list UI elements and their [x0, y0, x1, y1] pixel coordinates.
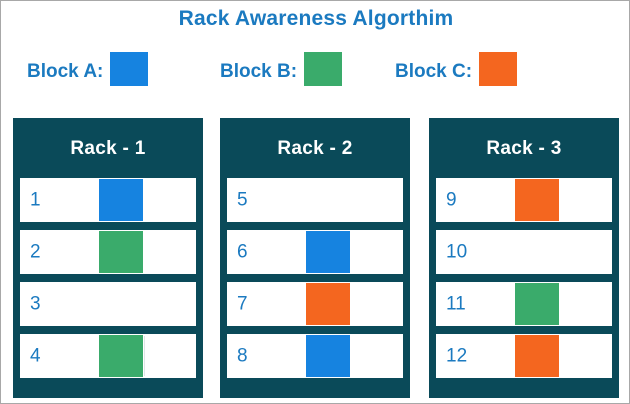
rack-2-slot-7: 7 [227, 282, 403, 326]
slot-block-blue [99, 179, 144, 221]
rack-1-title: Rack - 1 [70, 138, 146, 159]
slot-number: 1 [30, 189, 41, 211]
rack-3: Rack - 3 9 10 11 12 [429, 118, 619, 398]
legend-label-block-b: Block B: [220, 61, 298, 82]
rack-3-title: Rack - 3 [486, 138, 562, 159]
rack-2-slot-8: 8 [227, 334, 403, 378]
rack-3-slot-11: 11 [436, 282, 612, 326]
slot-number: 6 [237, 241, 248, 263]
slot-divider [144, 336, 146, 376]
slot-number: 8 [237, 345, 248, 367]
block-c-swatch [479, 52, 518, 86]
slot-number: 11 [446, 293, 466, 315]
legend-item-block-b: Block B: [220, 45, 343, 87]
slot-block-green [99, 231, 144, 273]
slot-block-blue [306, 231, 351, 273]
racks-container: Rack - 1 1 2 3 4 [1, 118, 629, 400]
slot-number: 12 [446, 345, 468, 367]
legend-label-block-a: Block A: [27, 61, 104, 82]
slot-block-orange [515, 179, 560, 221]
page-title: Rack Awareness Algorthim [178, 7, 454, 30]
slot-number: 4 [30, 345, 41, 367]
rack-2-title: Rack - 2 [277, 138, 353, 159]
slot-number: 7 [237, 293, 248, 315]
rack-1-slots: 1 2 3 4 [20, 178, 196, 378]
legend-item-block-a: Block A: [27, 45, 149, 87]
rack-1-slot-2: 2 [20, 230, 196, 274]
legend-item-block-c: Block C: [395, 45, 518, 87]
rack-2-slot-6: 6 [227, 230, 403, 274]
slot-block-green [99, 335, 144, 377]
slot-block-orange [515, 335, 560, 377]
slot-number: 2 [30, 241, 41, 263]
legend: Block A: Block B: Block C: [1, 45, 629, 93]
rack-3-slot-10: 10 [436, 230, 612, 274]
slot-number: 3 [30, 293, 41, 315]
rack-1: Rack - 1 1 2 3 4 [13, 118, 203, 398]
rack-1-slot-3: 3 [20, 282, 196, 326]
slot-block-orange [306, 283, 351, 325]
legend-label-block-c: Block C: [395, 61, 473, 82]
rack-2: Rack - 2 5 6 7 8 [220, 118, 410, 398]
slot-number: 5 [237, 189, 248, 211]
block-b-swatch [304, 52, 343, 86]
rack-1-slot-4: 4 [20, 334, 196, 378]
slot-block-blue [306, 335, 351, 377]
block-a-swatch [110, 52, 149, 86]
rack-2-slots: 5 6 7 8 [227, 178, 403, 378]
rack-1-slot-1: 1 [20, 178, 196, 222]
rack-2-slot-5: 5 [227, 178, 403, 222]
rack-3-slot-9: 9 [436, 178, 612, 222]
rack-3-slots: 9 10 11 12 [436, 178, 612, 378]
slot-block-green [515, 283, 560, 325]
slot-number: 9 [446, 189, 457, 211]
rack-3-slot-12: 12 [436, 334, 612, 378]
slot-number: 10 [446, 241, 468, 263]
